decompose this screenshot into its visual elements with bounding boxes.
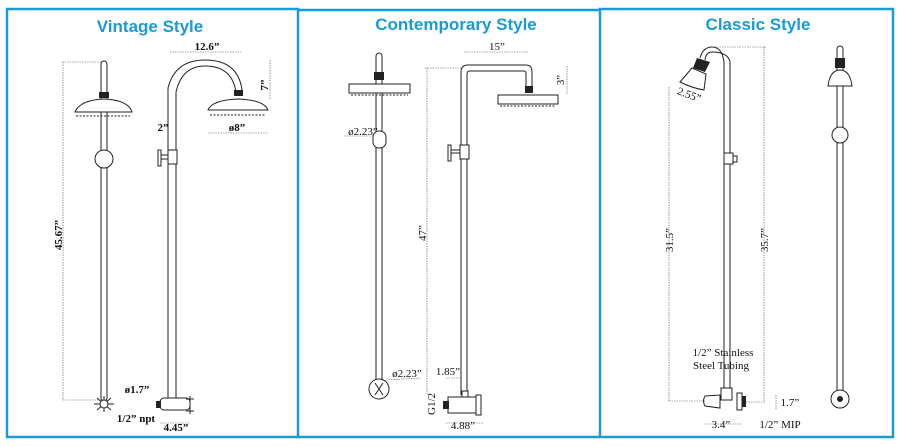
classic-front-view [827,45,853,409]
vintage-arm-drop-label: 7” [259,80,271,91]
classic-inlet-label: 1/2” MIP [759,419,800,431]
contemporary-valve-offset-label: 1.85” [436,366,460,378]
vintage-title: Vintage Style [97,17,203,36]
vintage-panel-frame [5,7,300,439]
contemporary-dimension-lines [344,51,568,424]
classic-side-view [679,46,746,411]
vintage-front-view [74,60,133,412]
classic-dimension-lines [668,46,777,425]
contemporary-front-view [348,52,411,400]
vintage-dimension-lines [62,51,271,424]
classic-title: Classic Style [706,15,811,34]
contemporary-valve-depth-label: 4.88” [451,420,475,432]
contemporary-inlet-label: G1/2 [426,393,438,415]
vintage-arm-reach-label: 12.6” [195,41,220,53]
classic-panel-frame [598,7,895,439]
vintage-inlet-label: 1/2” npt [117,413,156,425]
vintage-height-label: 45.67” [53,220,65,250]
contemporary-title: Contemporary Style [375,15,537,34]
contemporary-arm-drop-label: 3” [555,75,567,86]
classic-total-height-label: 35.7” [759,228,771,252]
vintage-side-view [156,59,269,414]
vintage-valve-depth-label: 4.45” [164,422,189,434]
contemporary-height-label: 47” [417,225,429,241]
contemporary-valve-diameter-label: ø2.23” [392,368,422,380]
vintage-head-diameter-label: ø8” [229,122,246,134]
contemporary-arm-reach-label: 15” [489,41,505,53]
classic-tubing-label-line1: 1/2” Stainless [693,347,754,359]
vintage-valve-diameter-label: ø1.7” [125,384,150,396]
contemporary-bracket-diameter-label: ø2.23” [348,126,378,138]
classic-tubing-label-line2: Steel Tubing [693,360,749,372]
classic-head-height-label: 31.5” [664,228,676,252]
contemporary-side-view [443,64,559,416]
vintage-bracket-offset-label: 2” [158,122,169,134]
classic-valve-depth-label: 3.4” [712,419,731,431]
classic-valve-height-label: 1.7” [781,397,800,409]
